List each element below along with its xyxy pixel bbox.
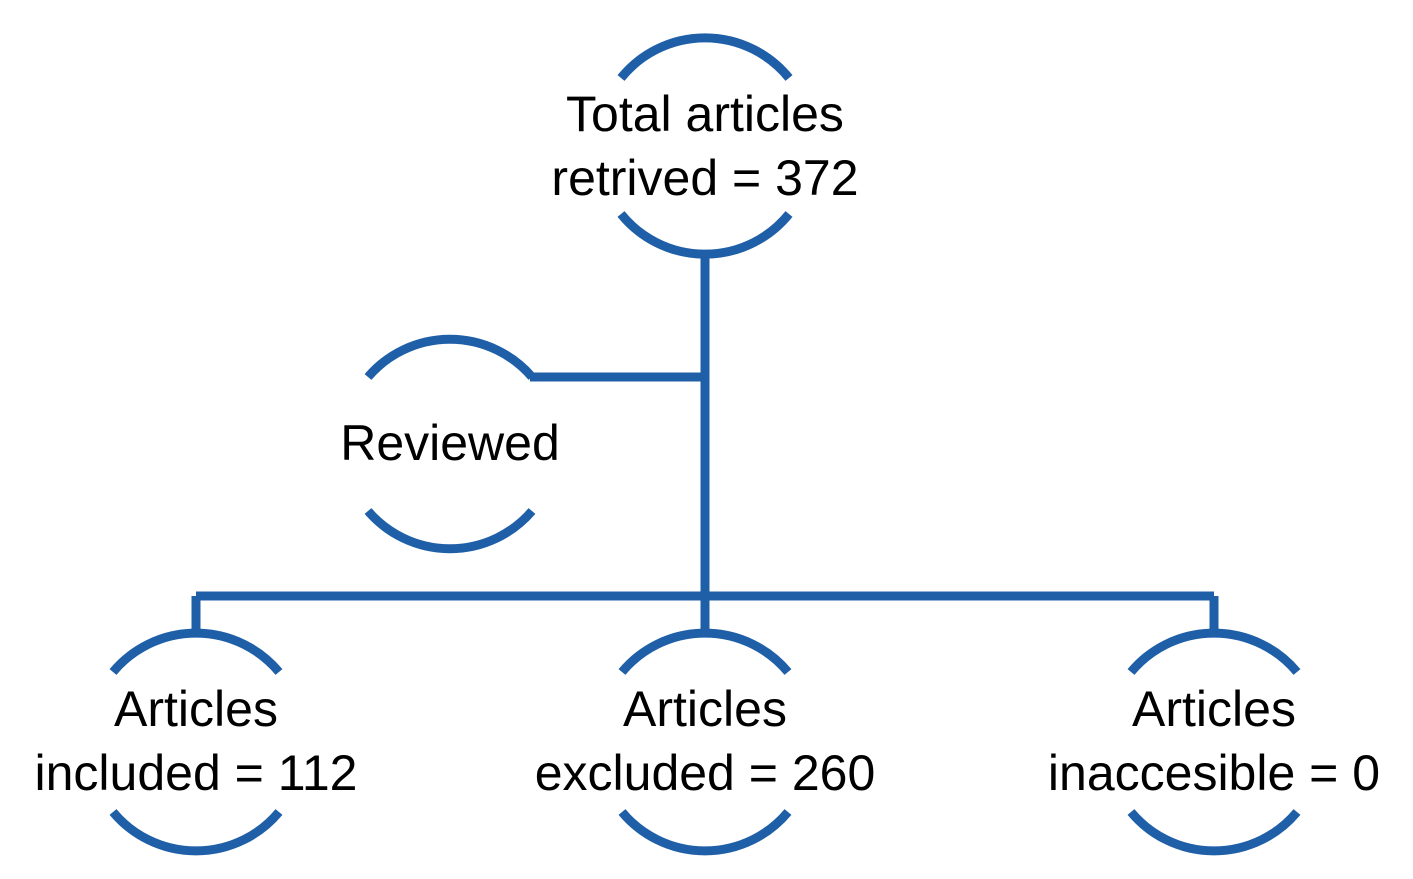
node-total-line1: Total articles [566, 86, 844, 142]
node-excluded-line1: Articles [623, 681, 787, 737]
node-reviewed-bottom-arc [364, 508, 536, 554]
node-inaccessible-line1: Articles [1132, 681, 1296, 737]
node-reviewed-line1: Reviewed [340, 415, 560, 471]
node-excluded-line2: excluded = 260 [534, 745, 876, 801]
node-included-line2: included = 112 [34, 745, 358, 801]
node-inaccessible-bottom-arc [1127, 809, 1301, 856]
node-reviewed-label: Reviewed [300, 411, 600, 475]
node-excluded-bottom-arc [618, 809, 792, 856]
node-total-line2: retrived = 372 [551, 150, 859, 206]
node-included-bottom-arc [109, 809, 283, 856]
node-total-label: Total articles retrived = 372 [505, 82, 905, 210]
node-inaccessible-line2: inaccesible = 0 [1047, 745, 1381, 801]
node-inaccessible-top-arc [1127, 628, 1301, 675]
node-total-top-arc [617, 33, 793, 81]
node-inaccessible-label: Articles inaccesible = 0 [1019, 677, 1409, 805]
node-included-label: Articles included = 112 [6, 677, 386, 805]
node-total-bottom-arc [617, 211, 793, 259]
node-included-line1: Articles [114, 681, 278, 737]
node-excluded-label: Articles excluded = 260 [505, 677, 905, 805]
node-reviewed-top-arc [364, 334, 536, 380]
node-included-top-arc [109, 628, 283, 675]
node-excluded-top-arc [618, 628, 792, 675]
